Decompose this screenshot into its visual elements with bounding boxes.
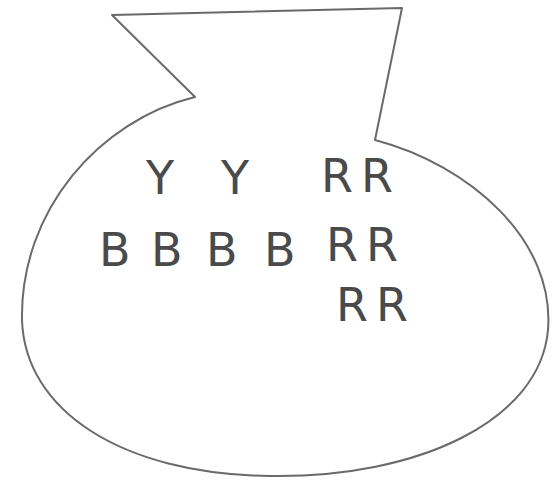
ball-letter: Y <box>221 155 249 201</box>
ball-letter: B <box>264 227 296 273</box>
ball-letter: R <box>366 222 398 268</box>
ball-letter: R <box>361 153 393 199</box>
ball-letter: B <box>99 227 131 273</box>
ball-letter: B <box>151 227 183 273</box>
ball-letter: R <box>336 282 368 328</box>
ball-letter: R <box>376 282 408 328</box>
ball-letter: R <box>321 153 353 199</box>
ball-letter: B <box>206 227 238 273</box>
ball-letter: Y <box>146 155 174 201</box>
ball-letter: R <box>326 222 358 268</box>
